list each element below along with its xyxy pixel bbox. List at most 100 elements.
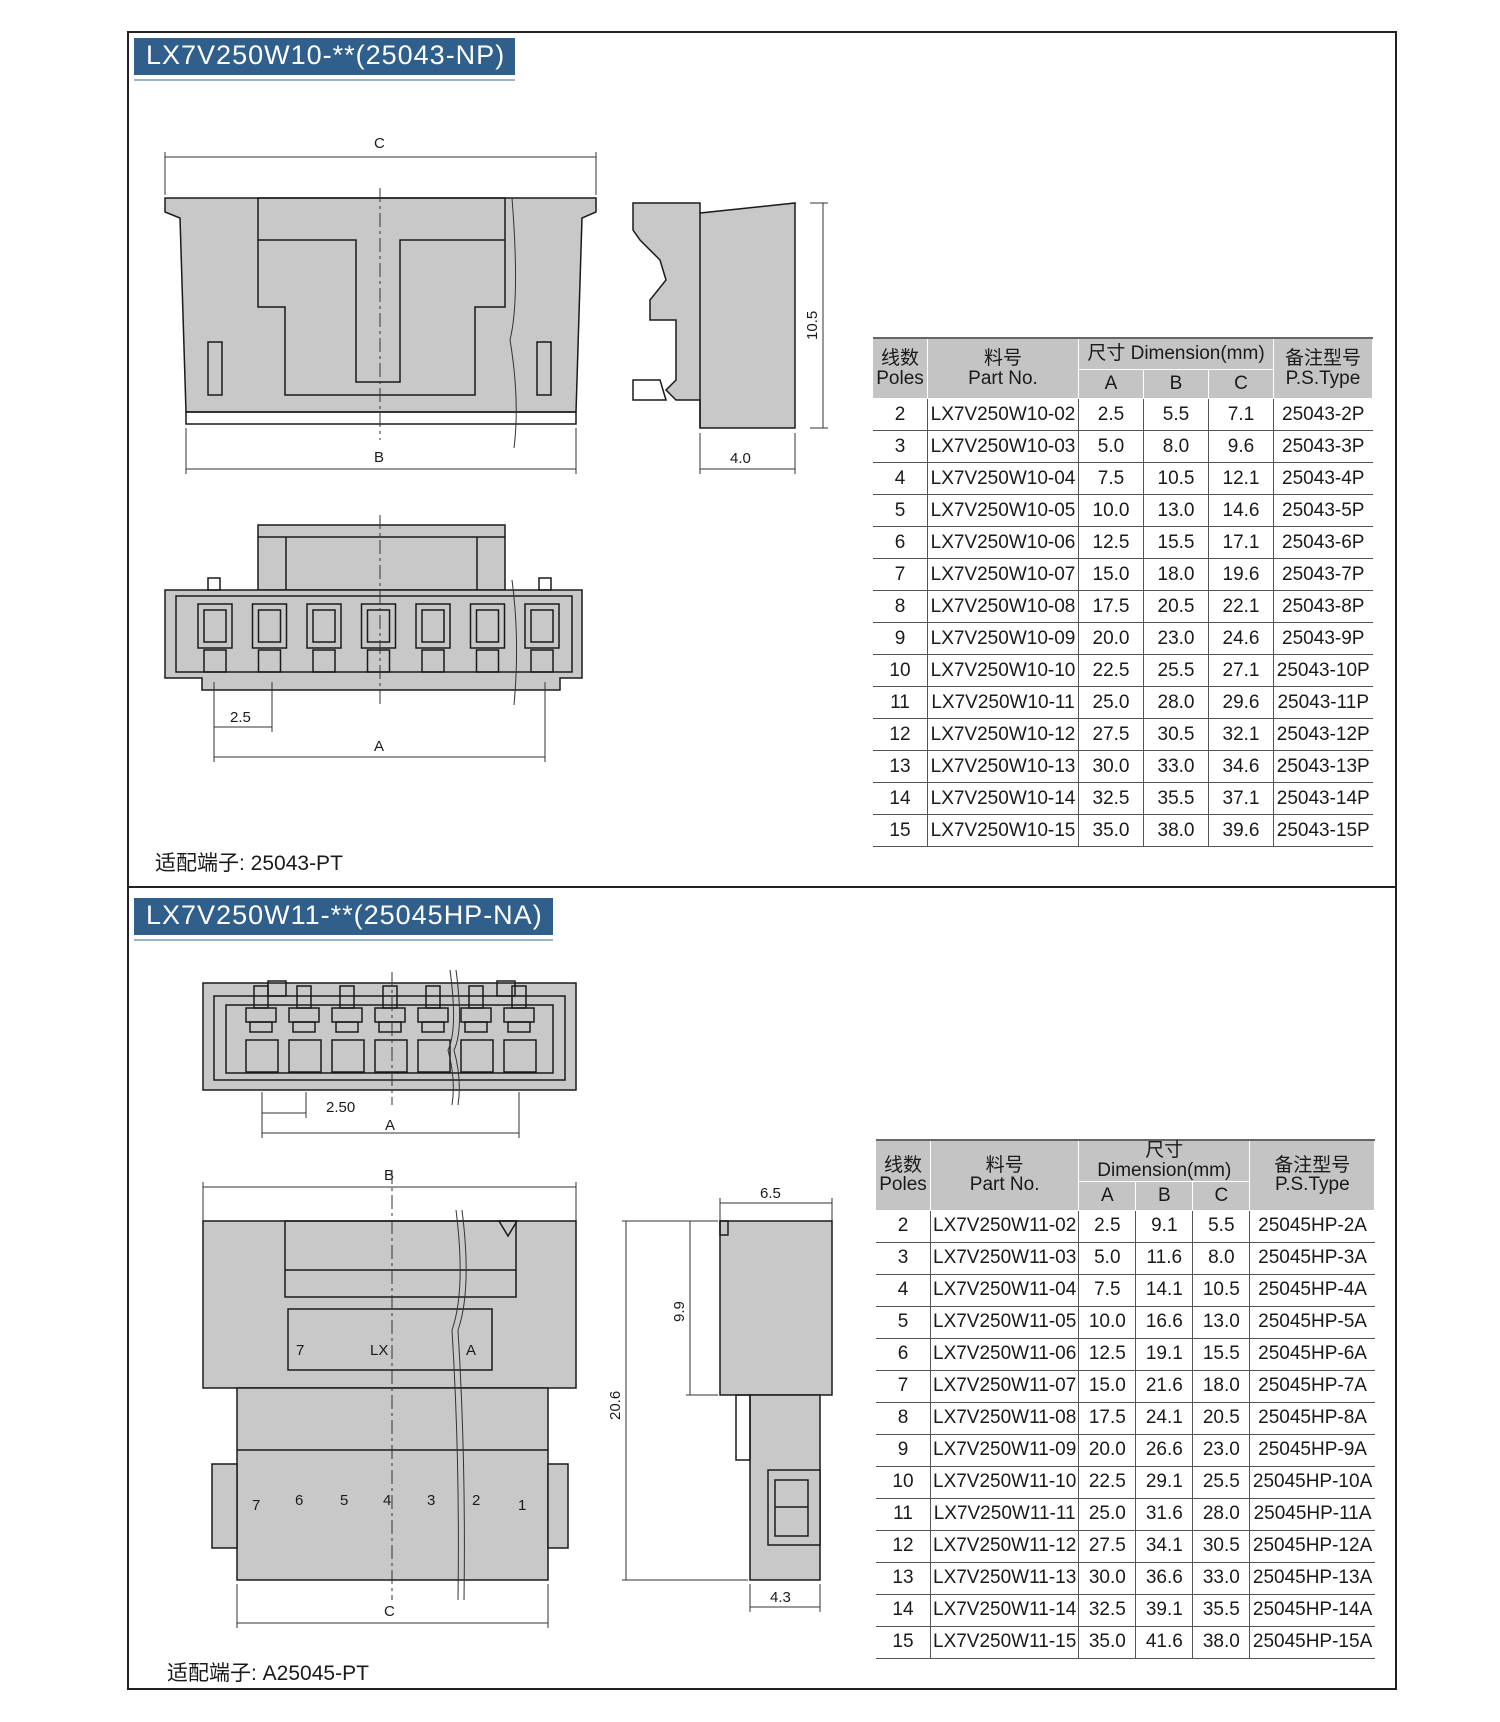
cell-poles: 10 [876,1466,931,1499]
s2-dim-c: C [384,1603,395,1620]
cell-ps-type: 25045HP-9A [1249,1434,1375,1467]
cell-part-no: LX7V250W11-15 [930,1626,1080,1659]
cell-a: 20.0 [1078,1434,1137,1467]
terminal-slot [475,649,500,673]
terminal-cavity-inner [366,609,391,643]
cell-ps-type: 25045HP-2A [1249,1210,1375,1243]
cell-poles: 4 [876,1274,931,1307]
s1-side-view: 10.5 4.0 [632,202,828,474]
s2-dim-a: A [385,1117,395,1134]
cell-a: 15.0 [1078,1370,1137,1403]
cell-b: 23.0 [1143,622,1209,655]
terminal-cavity-inner [203,609,227,643]
cell-part-no: LX7V250W10-08 [927,590,1079,623]
cell-a: 35.0 [1078,814,1144,847]
cell-ps-type: 25043-3P [1273,430,1373,463]
cell-b: 31.6 [1135,1498,1194,1531]
cell-part-no: LX7V250W11-13 [930,1562,1080,1595]
cell-c: 23.0 [1192,1434,1251,1467]
cell-ps-type: 25043-9P [1273,622,1373,655]
s2-mark-lx: LX [370,1342,388,1359]
cell-c: 9.6 [1208,430,1274,463]
cell-a: 5.0 [1078,430,1144,463]
cell-b: 15.5 [1143,526,1209,559]
s2-pin-5: 5 [340,1492,348,1509]
cell-b: 21.6 [1135,1370,1194,1403]
cell-c: 39.6 [1208,814,1274,847]
s2-dim-h1: 9.9 [671,1301,688,1322]
cell-a: 7.5 [1078,1274,1137,1307]
cell-c: 28.0 [1192,1498,1251,1531]
cell-c: 32.1 [1208,718,1274,751]
s2-pin-1: 1 [518,1497,526,1514]
cell-b: 38.0 [1143,814,1209,847]
section1-fit-terminal: 适配端子: 25043-PT [155,852,343,875]
cell-poles: 8 [873,590,928,623]
cell-c: 30.5 [1192,1530,1251,1563]
cell-ps-type: 25045HP-14A [1249,1594,1375,1627]
cell-c: 7.1 [1208,398,1274,431]
cell-part-no: LX7V250W10-11 [927,686,1079,719]
cell-b: 39.1 [1135,1594,1194,1627]
cell-a: 30.0 [1078,1562,1137,1595]
cell-poles: 11 [876,1498,931,1531]
s2-dim-pitch: 2.50 [326,1099,355,1116]
terminal-neck [507,1021,531,1033]
s1-dim-a: A [374,738,384,755]
terminal-neck [378,1021,402,1033]
cell-a: 22.5 [1078,654,1144,687]
terminal-cavity [306,603,342,649]
cell-c: 20.5 [1192,1402,1251,1435]
cell-part-no: LX7V250W10-10 [927,654,1079,687]
terminal-neck [292,1021,316,1033]
cell-c: 13.0 [1192,1306,1251,1339]
cell-b: 30.5 [1143,718,1209,751]
cell-ps-type: 25043-13P [1273,750,1373,783]
cell-a: 27.5 [1078,718,1144,751]
terminal-cavity [524,603,560,649]
cell-part-no: LX7V250W10-03 [927,430,1079,463]
terminal-slot [366,649,391,673]
cell-b: 35.5 [1143,782,1209,815]
cell-poles: 13 [876,1562,931,1595]
terminal-cavity [415,603,451,649]
cell-c: 14.6 [1208,494,1274,527]
cell-c: 33.0 [1192,1562,1251,1595]
cell-b: 36.6 [1135,1562,1194,1595]
cell-part-no: LX7V250W11-12 [930,1530,1080,1563]
th-dimension: 尺寸 Dimension(mm) [1078,1138,1251,1182]
cell-part-no: LX7V250W10-13 [927,750,1079,783]
cell-poles: 11 [873,686,928,719]
cell-a: 2.5 [1078,398,1144,431]
cell-b: 41.6 [1135,1626,1194,1659]
terminal-cavity-inner [530,609,554,643]
cell-c: 37.1 [1208,782,1274,815]
s2-front-view: B 7 LX A 7 6 5 4 3 2 1 C [202,1167,577,1628]
terminal-cavity [469,603,506,649]
cell-poles: 9 [873,622,928,655]
cell-poles: 8 [876,1402,931,1435]
cell-c: 19.6 [1208,558,1274,591]
cell-ps-type: 25043-10P [1273,654,1373,687]
terminal-cavity [360,603,397,649]
spec-table-2: 线数 Poles 料号 Part No. 尺寸 Dimension(mm) 备注… [876,1138,1376,1659]
section2-fit-terminal: 适配端子: A25045-PT [167,1662,369,1685]
cell-part-no: LX7V250W10-06 [927,526,1079,559]
th-poles: 线数 Poles [876,1138,931,1211]
terminal-slot [331,1039,365,1073]
cell-a: 10.0 [1078,494,1144,527]
cell-part-no: LX7V250W11-06 [930,1338,1080,1371]
cell-a: 17.5 [1078,590,1144,623]
s2-pin-3: 3 [427,1492,435,1509]
cell-a: 20.0 [1078,622,1144,655]
